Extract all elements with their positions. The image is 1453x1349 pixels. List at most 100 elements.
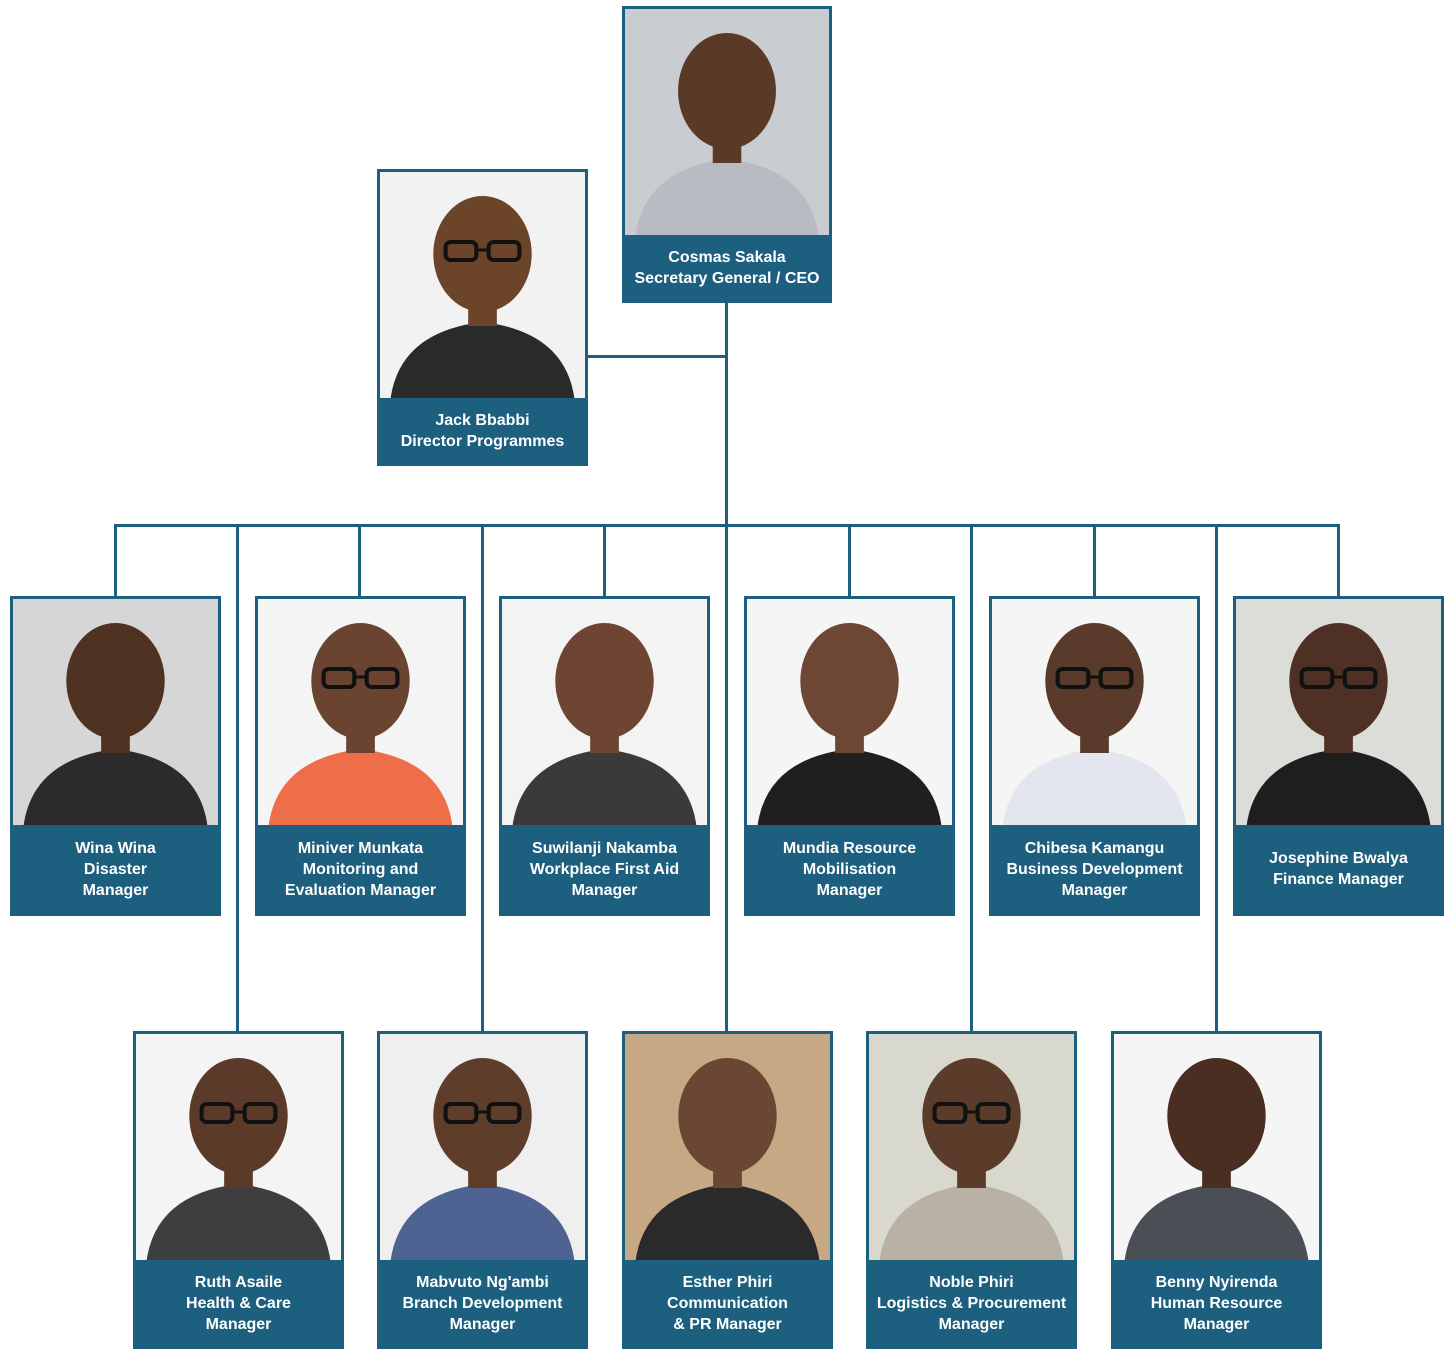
title-p10-1: Logistics & Procurement bbox=[876, 1294, 1067, 1312]
name-p10: Noble Phiri bbox=[929, 1273, 1014, 1291]
portrait-p8 bbox=[380, 1034, 585, 1263]
name-p4: Mundia Resource bbox=[782, 839, 917, 857]
title-p7-2: Manager bbox=[205, 1315, 272, 1333]
card-p4: Mundia Resource Mobilisation Manager bbox=[744, 596, 955, 916]
name-ceo: Cosmas Sakala bbox=[668, 248, 786, 266]
connector-p1 bbox=[114, 524, 117, 598]
title-p8-2: Manager bbox=[449, 1315, 516, 1333]
title-p10-2: Manager bbox=[938, 1315, 1005, 1333]
title-p8-1: Branch Development bbox=[402, 1294, 563, 1312]
portrait-p3 bbox=[502, 599, 707, 828]
connector-p3 bbox=[603, 524, 606, 598]
photo-p10 bbox=[869, 1034, 1074, 1263]
connector-director bbox=[586, 355, 728, 358]
card-p8: Mabvuto Ng'ambi Branch Development Manag… bbox=[377, 1031, 588, 1349]
card-p11: Benny Nyirenda Human Resource Manager bbox=[1111, 1031, 1322, 1349]
card-p3: Suwilanji Nakamba Workplace First Aid Ma… bbox=[499, 596, 710, 916]
portrait-head bbox=[433, 1058, 532, 1174]
connector-p5 bbox=[1093, 524, 1096, 598]
title-p1-1: Disaster bbox=[83, 860, 148, 878]
caption-p10: Noble Phiri Logistics & Procurement Mana… bbox=[869, 1260, 1074, 1346]
portrait-p10 bbox=[869, 1034, 1074, 1263]
portrait-ceo bbox=[625, 9, 829, 238]
connector-p8 bbox=[481, 524, 484, 1033]
portrait-p6 bbox=[1236, 599, 1441, 828]
portrait-shoulders bbox=[512, 749, 697, 828]
name-p2: Miniver Munkata bbox=[297, 839, 424, 857]
portrait-shoulders bbox=[268, 749, 453, 828]
portrait-p7 bbox=[136, 1034, 341, 1263]
portrait-head bbox=[311, 623, 410, 739]
caption-p4: Mundia Resource Mobilisation Manager bbox=[747, 825, 952, 913]
card-p2: Miniver Munkata Monitoring and Evaluatio… bbox=[255, 596, 466, 916]
portrait-shoulders bbox=[879, 1184, 1064, 1263]
photo-director bbox=[380, 172, 585, 401]
name-p11: Benny Nyirenda bbox=[1155, 1273, 1278, 1291]
connector-p10 bbox=[970, 524, 973, 1033]
card-ceo: Cosmas Sakala Secretary General / CEO bbox=[622, 6, 832, 303]
connector-p4 bbox=[848, 524, 851, 598]
title-p11-2: Manager bbox=[1183, 1315, 1250, 1333]
title-p6-1: Finance Manager bbox=[1273, 871, 1404, 888]
title-p7-1: Health & Care bbox=[186, 1294, 291, 1312]
connector-p11 bbox=[1215, 524, 1218, 1033]
glasses-left-lens-icon bbox=[1299, 667, 1335, 689]
card-p6: Josephine Bwalya Finance Manager bbox=[1233, 596, 1444, 916]
portrait-head bbox=[189, 1058, 288, 1174]
connector-horizontal-bus bbox=[114, 524, 1340, 527]
portrait-head bbox=[433, 196, 532, 312]
glasses-left-lens-icon bbox=[932, 1102, 968, 1124]
name-p5: Chibesa Kamangu bbox=[1024, 839, 1165, 857]
card-director: Jack Bbabbi Director Programmes bbox=[377, 169, 588, 466]
title-p3-1: Workplace First Aid bbox=[529, 860, 680, 878]
portrait-shoulders bbox=[757, 749, 942, 828]
title-p4-2: Manager bbox=[816, 881, 883, 899]
portrait-shoulders bbox=[23, 749, 208, 828]
portrait-head bbox=[1167, 1058, 1266, 1174]
title-p4-1: Mobilisation bbox=[802, 860, 897, 878]
caption-p8: Mabvuto Ng'ambi Branch Development Manag… bbox=[380, 1260, 585, 1346]
name-p9: Esther Phiri bbox=[682, 1273, 773, 1291]
portrait-shoulders bbox=[1246, 749, 1431, 828]
connector-p7 bbox=[236, 524, 239, 1033]
photo-p1 bbox=[13, 599, 218, 828]
connector-p2 bbox=[358, 524, 361, 598]
portrait-head bbox=[678, 1058, 777, 1174]
title-p2-1: Monitoring and bbox=[302, 860, 419, 878]
connector-p6 bbox=[1337, 524, 1340, 598]
photo-p9 bbox=[625, 1034, 830, 1263]
name-p1: Wina Wina bbox=[75, 839, 156, 857]
portrait-head bbox=[678, 33, 776, 149]
portrait-p11 bbox=[1114, 1034, 1319, 1263]
portrait-shoulders bbox=[1124, 1184, 1309, 1263]
photo-p2 bbox=[258, 599, 463, 828]
title-p5-1: Business Development bbox=[1006, 860, 1183, 878]
glasses-right-lens-icon bbox=[975, 1102, 1011, 1124]
caption-p7: Ruth Asaile Health & Care Manager bbox=[136, 1260, 341, 1346]
portrait-shoulders bbox=[390, 322, 575, 401]
caption-p5: Chibesa Kamangu Business Development Man… bbox=[992, 825, 1197, 913]
portrait-shoulders bbox=[635, 1184, 820, 1263]
title-p11-1: Human Resource bbox=[1150, 1294, 1283, 1312]
portrait-p4 bbox=[747, 599, 952, 828]
caption-p2: Miniver Munkata Monitoring and Evaluatio… bbox=[258, 825, 463, 913]
title-p9-2: & PR Manager bbox=[673, 1315, 782, 1333]
portrait-p2 bbox=[258, 599, 463, 828]
portrait-p5 bbox=[992, 599, 1197, 828]
name-p3: Suwilanji Nakamba bbox=[532, 839, 677, 857]
photo-ceo bbox=[625, 9, 829, 238]
caption-director: Jack Bbabbi Director Programmes bbox=[380, 398, 585, 463]
portrait-p9 bbox=[625, 1034, 830, 1263]
title-p3-2: Manager bbox=[571, 881, 638, 899]
photo-p8 bbox=[380, 1034, 585, 1263]
caption-p6: Josephine Bwalya Finance Manager bbox=[1236, 825, 1441, 913]
card-p9: Esther Phiri Communication & PR Manager bbox=[622, 1031, 833, 1349]
portrait-head bbox=[555, 623, 654, 739]
glasses-right-lens-icon bbox=[1342, 667, 1378, 689]
caption-ceo: Cosmas Sakala Secretary General / CEO bbox=[625, 235, 829, 300]
card-p1: Wina Wina Disaster Manager bbox=[10, 596, 221, 916]
photo-p7 bbox=[136, 1034, 341, 1263]
portrait-shoulders bbox=[390, 1184, 575, 1263]
portrait-head bbox=[1045, 623, 1144, 739]
caption-p9: Esther Phiri Communication & PR Manager bbox=[625, 1260, 830, 1346]
